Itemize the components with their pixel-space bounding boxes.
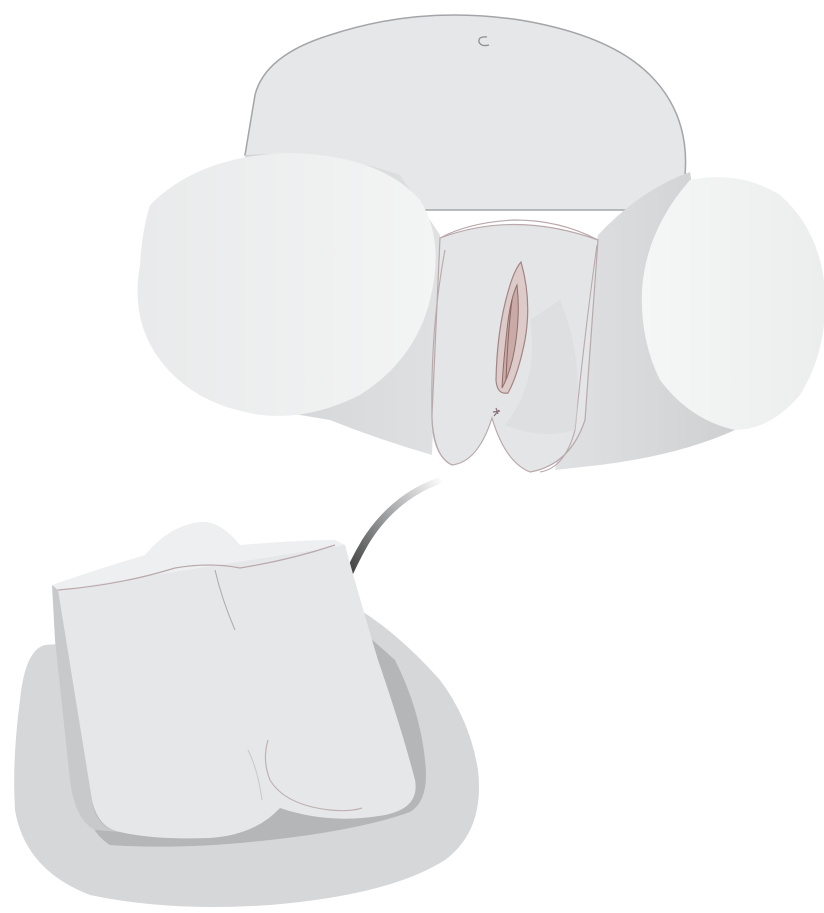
block-front-face bbox=[58, 545, 416, 838]
seated-base-view bbox=[14, 522, 479, 907]
pelvis-anterior-view bbox=[138, 15, 824, 472]
